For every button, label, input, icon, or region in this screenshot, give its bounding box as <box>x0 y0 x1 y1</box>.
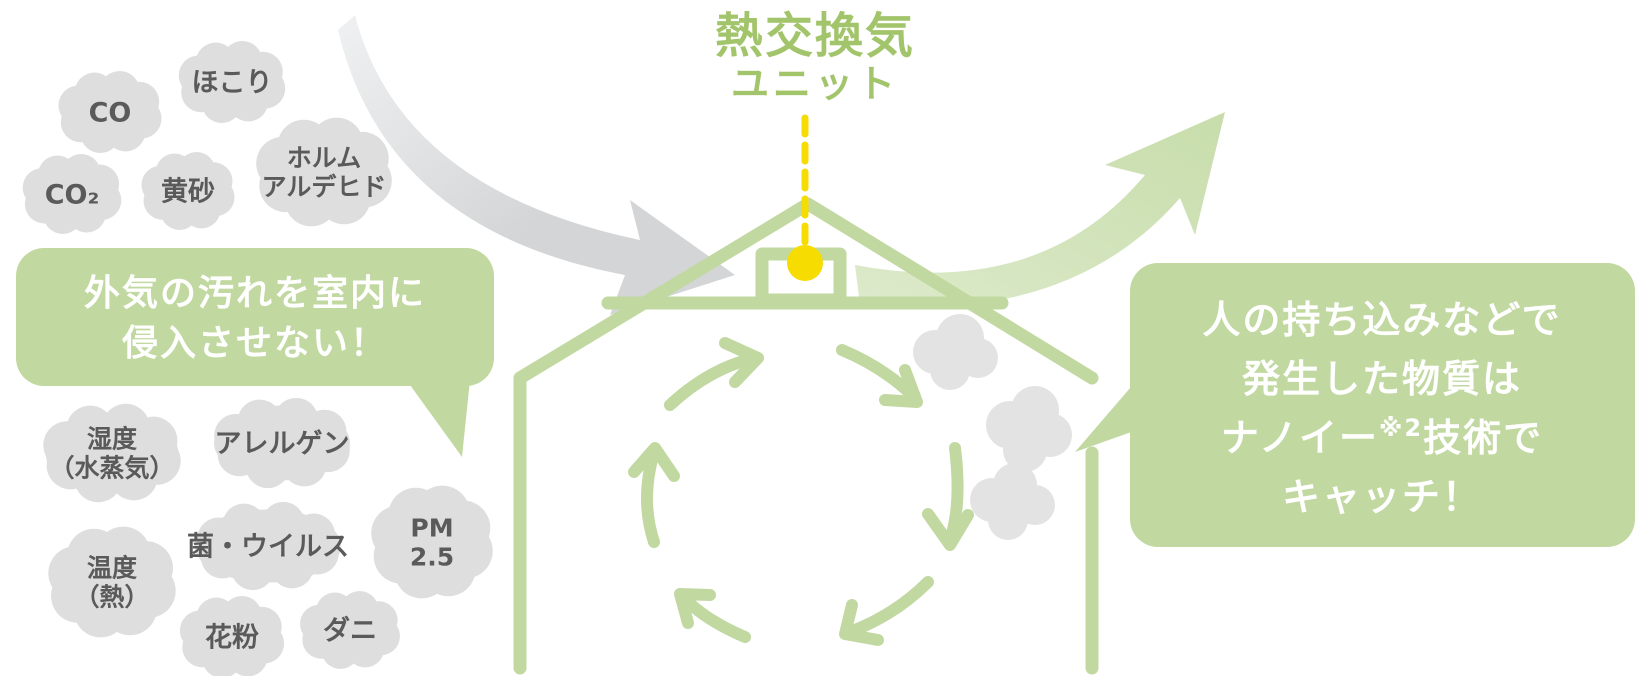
pollutant-label: 花粉 <box>205 623 259 654</box>
pollutant-cloud: 菌・ウイルス <box>187 501 349 591</box>
pollutant-cloud-puff <box>66 405 115 454</box>
pollutant-cloud: 花粉 <box>179 595 285 676</box>
pollutant-cloud: 湿度（水蒸気） <box>43 403 181 503</box>
right-bubble-line1: 人の持ち込みなどで <box>1202 298 1561 342</box>
pollutant-label: ダニ <box>323 615 377 647</box>
right-speech-bubble: 人の持ち込みなどで 発生した物質は ナノイー※2技術で キャッチ！ <box>1075 263 1635 547</box>
right-bubble-footnote-mark: ※2 <box>1379 414 1423 442</box>
pollutant-cloud-puff <box>292 513 336 557</box>
indoor-particle-cloud <box>913 314 998 390</box>
indoor-particle-cloud <box>970 463 1055 540</box>
right-bubble-line3: ナノイー※2技術で <box>1221 414 1543 460</box>
pollutant-label: 2.5 <box>410 542 454 571</box>
pollutant-cloud-puff <box>302 409 347 454</box>
pollutant-cloud: ダニ <box>300 591 400 669</box>
right-bubble-line4: キャッチ！ <box>1282 475 1482 519</box>
right-bubble-line3-end: 技術で <box>1423 416 1543 460</box>
pollutant-cloud: CO <box>58 70 162 154</box>
pollutant-label: ホルム <box>287 144 362 173</box>
pollutant-cloud-puff <box>242 51 283 92</box>
pollutant-cloud-puff <box>270 545 314 589</box>
pollutant-cloud: PM2.5 <box>371 485 493 599</box>
pollutant-cloud-puff <box>129 416 178 465</box>
left-bubble-line2: 侵入させない！ <box>121 323 388 364</box>
pollutant-label: CO₂ <box>45 180 100 211</box>
pollutant-label: （熱） <box>74 582 149 611</box>
indoor-particle-cloud <box>986 386 1072 472</box>
pollutant-cloud-puff <box>109 452 158 501</box>
right-bubble-line3-main: ナノイー <box>1221 416 1379 460</box>
pollutant-cloud: 温度（熱） <box>48 526 176 638</box>
left-bubble-line1: 外気の汚れを室内に <box>84 273 426 314</box>
pollutant-label: 黄砂 <box>161 177 215 208</box>
unit-label: 熱交換気 ユニット <box>715 8 915 106</box>
unit-pointer <box>787 114 823 281</box>
pollutant-cloud-puff <box>237 399 282 444</box>
pollutant-cloud-puff <box>80 164 120 204</box>
left-speech-bubble: 外気の汚れを室内に 侵入させない！ <box>16 248 494 457</box>
pollutant-label: アレルゲン <box>215 429 350 460</box>
pollutant-cloud-puff <box>359 601 398 640</box>
unit-label-line2: ユニット <box>731 62 899 106</box>
pollutant-cloud-puff <box>118 541 173 596</box>
pollutant-cloud-puff <box>194 162 233 201</box>
pollutant-label: （水蒸気） <box>49 453 174 482</box>
pollutant-label: CO <box>89 98 132 129</box>
unit-label-line1: 熱交換気 <box>715 8 915 64</box>
circulation-arrows <box>628 337 974 646</box>
pollutant-label: アルデヒド <box>262 172 387 201</box>
pollutant-label: 湿度 <box>87 425 137 454</box>
pollutant-cloud-puff <box>241 606 282 647</box>
pollutant-label: ほこり <box>192 68 273 99</box>
pollutant-cloud: アレルゲン <box>214 397 350 489</box>
right-bubble-line2: 発生した物質は <box>1242 357 1522 401</box>
pollutant-label: PM <box>410 514 453 543</box>
pollutant-label: 菌・ウイルス <box>187 532 349 563</box>
pollutant-cloud-puff <box>222 503 266 547</box>
pollutant-cloud: 黄砂 <box>141 152 235 230</box>
pollutant-cloud-puff <box>282 442 327 487</box>
pollutant-cloud: ほこり <box>178 40 286 124</box>
pollutant-cloud-puff <box>435 500 491 556</box>
pollutant-label: 温度 <box>87 554 137 583</box>
pollutant-cloud-puff <box>119 81 160 122</box>
pollutant-cloud-puff <box>335 131 389 185</box>
outgoing-air-arrow <box>855 112 1225 308</box>
pollutant-cloud: CO₂ <box>22 154 122 234</box>
incoming-air-arrow <box>338 15 735 315</box>
indoor-particles <box>913 314 1072 540</box>
